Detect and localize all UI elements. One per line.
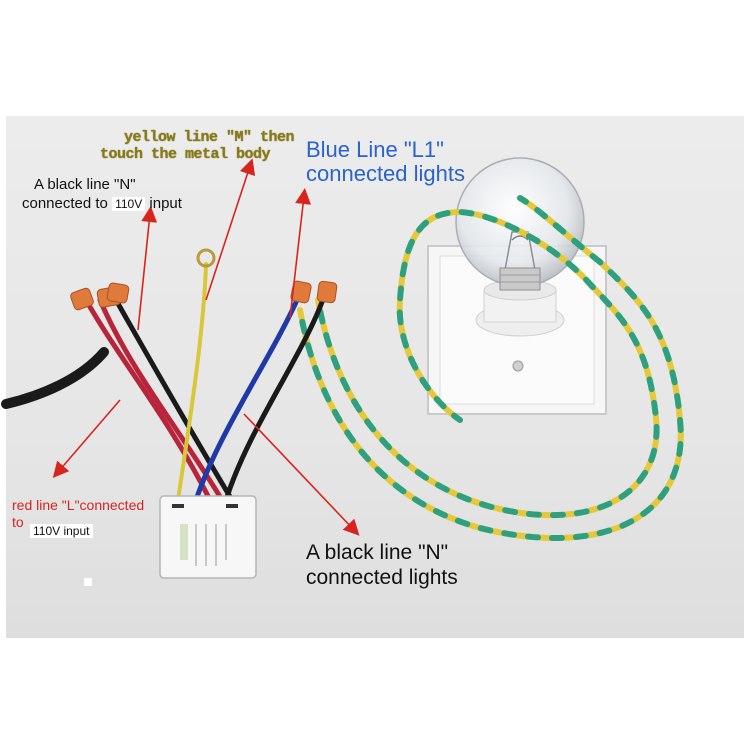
input-cable xyxy=(1,347,109,409)
red-l-label-line2: to xyxy=(12,514,24,530)
yellow-m-label-line2: touch the metal body xyxy=(100,146,271,163)
module-wires xyxy=(83,262,325,503)
red-l-voltage: 110V input xyxy=(30,524,93,538)
arrow-black-n-input xyxy=(137,206,158,331)
black-n-input-label-suffix: input xyxy=(149,195,182,212)
black-n-lights-label-line1: A black line "N" xyxy=(306,541,449,564)
switch-module-icon xyxy=(159,495,257,579)
arrow-yellow-m xyxy=(205,158,256,301)
blue-l1-label-line2: connected lights xyxy=(306,161,465,186)
white-marker xyxy=(84,578,92,586)
arrow-red-l xyxy=(52,399,121,479)
yellow-m-label-line1: yellow line "M" then xyxy=(124,129,295,146)
arrow-blue-l1 xyxy=(289,188,312,319)
arrow-black-n-lights xyxy=(243,413,360,536)
black-n-lights-label-line2: connected lights xyxy=(306,566,458,589)
black-n-input-voltage: 110V xyxy=(112,197,146,211)
wire-connectors xyxy=(70,280,338,311)
red-l-label-line1: red line "L"connected xyxy=(12,497,145,513)
black-n-input-label-line2: connected to 110V input xyxy=(22,195,182,213)
black-n-input-label-text: connected to xyxy=(22,195,108,212)
annotation-arrows xyxy=(52,158,360,536)
ring-terminal xyxy=(196,248,216,268)
twisted-cable-loop xyxy=(297,195,684,541)
black-n-input-label-line1: A black line "N" xyxy=(34,176,136,193)
blue-l1-label-line1: Blue Line "L1" xyxy=(306,137,444,162)
